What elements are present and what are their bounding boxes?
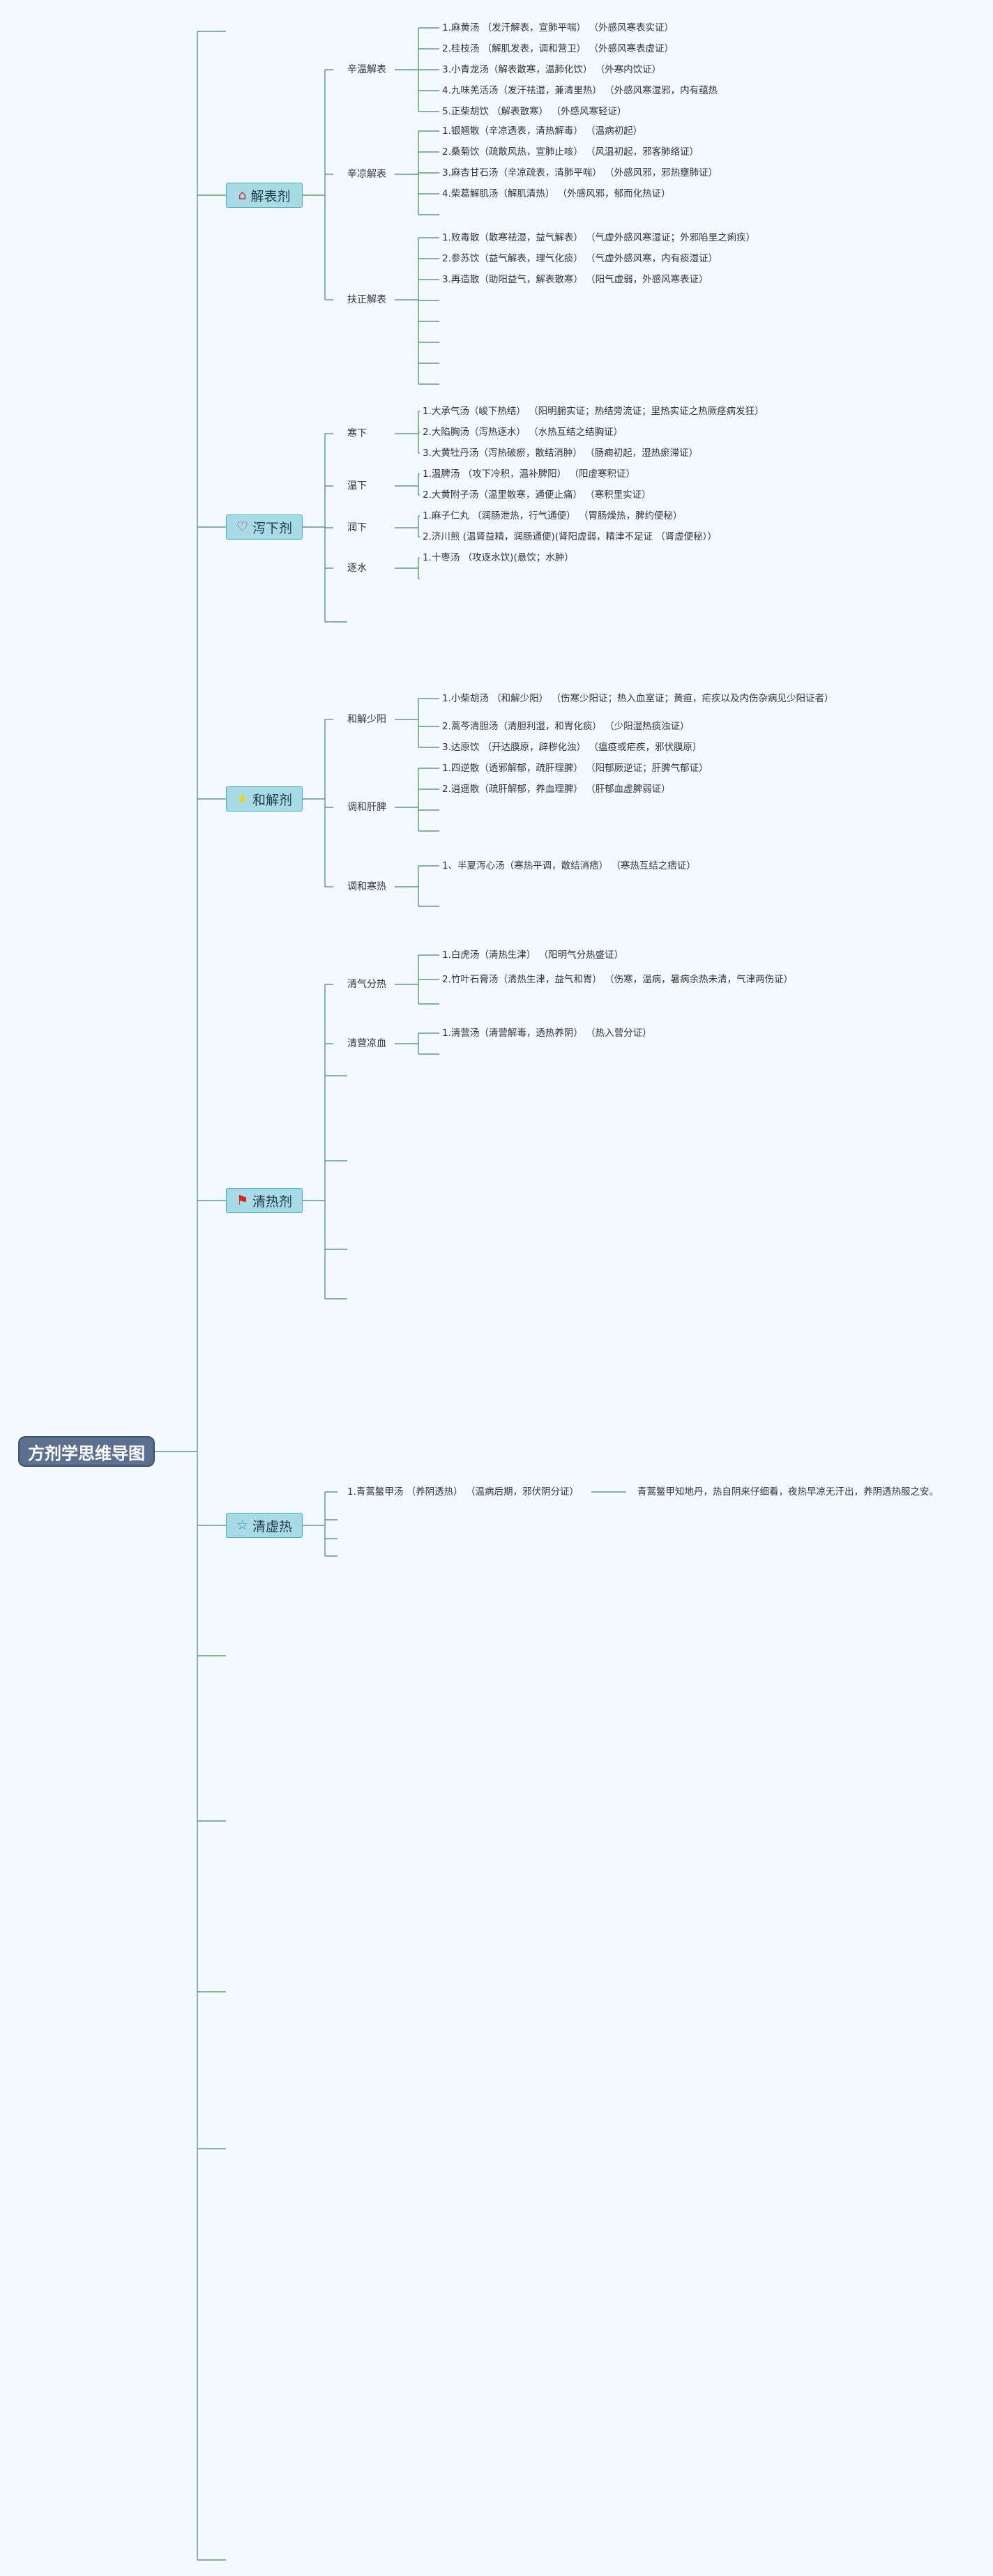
formula-item[interactable]: 2.逍遥散（疏肝解郁，养血理脾） （肝郁血虚脾弱证） bbox=[442, 784, 671, 795]
star-icon: ★ bbox=[236, 791, 249, 807]
formula-item[interactable]: 1.银翘散（辛凉透表，清热解毒） （温病初起） bbox=[442, 125, 643, 137]
formula-item[interactable]: 1.温脾汤 （攻下冷积，温补脾阳） （阳虚寒积证） bbox=[423, 468, 635, 480]
flag-icon: ⚑ bbox=[236, 1192, 249, 1208]
root-node[interactable]: 方剂学思维导图 bbox=[18, 1436, 155, 1467]
formula-item[interactable]: 1、半夏泻心汤（寒热平调，散结消痞） （寒热互结之痞证） bbox=[442, 860, 696, 871]
sub-category[interactable]: 调和寒热 bbox=[347, 881, 386, 892]
sub-category[interactable]: 逐水 bbox=[347, 563, 367, 574]
formula-item[interactable]: 3.小青龙汤（解表散寒，温肺化饮） （外寒内饮证） bbox=[442, 64, 662, 75]
formula-item[interactable]: 1.麻黄汤 （发汗解表，宣肺平喘） （外感风寒表实证） bbox=[442, 22, 674, 33]
sub-category[interactable]: 辛凉解表 bbox=[347, 169, 386, 180]
formula-item[interactable]: 1.清营汤（清营解毒，透热养阴） （热入营分证） bbox=[442, 1028, 652, 1039]
formula-item[interactable]: 1.麻子仁丸 （润肠泄热，行气通便） （胃肠燥热，脾约便秘） bbox=[423, 510, 683, 521]
formula-item[interactable]: 2.参苏饮（益气解表，理气化痰） （气虚外感风寒，内有痰湿证） bbox=[442, 253, 718, 264]
formula-item[interactable]: 3.麻杏甘石汤（辛凉疏表，清肺平喘） （外感风邪，邪热壅肺证） bbox=[442, 167, 718, 178]
formula-item[interactable]: 3.大黄牡丹汤（泻热破瘀，散结消肿） （肠痈初起，湿热瘀滞证） bbox=[423, 448, 699, 459]
formula-item[interactable]: 2.大陷胸汤（泻热逐水） （水热互结之结胸证） bbox=[423, 427, 623, 438]
branch-node-4[interactable]: ☆清虚热 bbox=[226, 1513, 303, 1538]
house-icon: ⌂ bbox=[238, 187, 247, 203]
formula-item[interactable]: 1.四逆散（透邪解郁，疏肝理脾） （阳郁厥逆证；肝脾气郁证） bbox=[442, 763, 708, 774]
formula-item[interactable]: 4.柴葛解肌汤（解肌清热） （外感风邪，郁而化热证） bbox=[442, 188, 671, 199]
formula-item[interactable]: 3.达原饮 （开达膜原，辟秽化浊） （瘟疫或疟疾，邪伏膜原） bbox=[442, 742, 702, 753]
formula-item[interactable]: 3.再造散（助阳益气，解表散寒） （阳气虚弱，外感风寒表证） bbox=[442, 274, 708, 285]
mnemonic-note: 青蒿鳖甲知地丹，热自阴来仔细看，夜热早凉无汗出，养阴透热服之安。 bbox=[637, 1486, 939, 1497]
branch-node-2[interactable]: ★和解剂 bbox=[226, 786, 303, 811]
formula-item[interactable]: 1.败毒散（散寒祛湿，益气解表） （气虚外感风寒湿证；外邪陷里之痢疾） bbox=[442, 232, 756, 243]
sub-category[interactable]: 寒下 bbox=[347, 428, 367, 439]
formula-item[interactable]: 2.大黄附子汤（温里散寒，通便止痛） （寒积里实证） bbox=[423, 489, 651, 501]
branch-label: 清热剂 bbox=[252, 1194, 293, 1210]
heart-icon: ♡ bbox=[236, 519, 249, 535]
branch-label: 清虚热 bbox=[252, 1518, 293, 1534]
star-outline-icon: ☆ bbox=[236, 1517, 249, 1533]
branch-node-0[interactable]: ⌂解表剂 bbox=[226, 183, 303, 208]
formula-item[interactable]: 1.青蒿鳖甲汤 （养阴透热） （温病后期，邪伏阴分证） bbox=[347, 1486, 579, 1497]
formula-item[interactable]: 1.十枣汤 （攻逐水饮)(悬饮；水肿） bbox=[423, 552, 574, 563]
sub-category[interactable]: 扶正解表 bbox=[347, 294, 386, 305]
formula-item[interactable]: 2.桂枝汤 （解肌发表，调和营卫） （外感风寒表虚证） bbox=[442, 43, 674, 54]
sub-category[interactable]: 调和肝脾 bbox=[347, 802, 386, 813]
sub-category[interactable]: 温下 bbox=[347, 480, 367, 491]
formula-item[interactable]: 5.正柴胡饮 （解表散寒） （外感风寒轻证） bbox=[442, 106, 627, 117]
formula-item[interactable]: 2.桑菊饮（疏散风热，宣肺止咳） （风温初起，邪客肺络证） bbox=[442, 146, 699, 158]
formula-item[interactable]: 1.小柴胡汤 （和解少阳） （伤寒少阳证；热入血室证；黄疸，疟疾以及内伤杂病见少… bbox=[442, 693, 834, 704]
branch-label: 解表剂 bbox=[250, 188, 291, 204]
formula-item[interactable]: 4.九味羌活汤（发汗祛湿，兼清里热） （外感风寒湿邪，内有蕴热 bbox=[442, 85, 718, 96]
branch-label: 泻下剂 bbox=[252, 520, 293, 536]
sub-category[interactable]: 清气分热 bbox=[347, 979, 386, 990]
sub-category[interactable]: 和解少阳 bbox=[347, 714, 386, 725]
formula-item[interactable]: 1.大承气汤（峻下热结） （阳明腑实证；热结旁流证；里热实证之热厥痉病发狂） bbox=[423, 406, 764, 417]
branch-node-3[interactable]: ⚑清热剂 bbox=[226, 1188, 303, 1213]
formula-item[interactable]: 1.白虎汤（清热生津） （阳明气分热盛证） bbox=[442, 950, 624, 961]
formula-item[interactable]: 2.济川煎 (温肾益精，润肠通便)(肾阳虚弱，精津不足证 （肾虚便秘）） bbox=[423, 531, 718, 542]
formula-item[interactable]: 2.蒿芩清胆汤（清胆利湿，和胃化痰） （少阳湿热痰浊证） bbox=[442, 721, 690, 732]
branch-node-1[interactable]: ♡泻下剂 bbox=[226, 515, 303, 540]
sub-category[interactable]: 清营凉血 bbox=[347, 1038, 386, 1049]
sub-category[interactable]: 辛温解表 bbox=[347, 64, 386, 75]
formula-item[interactable]: 2.竹叶石膏汤（清热生津，益气和胃） （伤寒，温病，暑病余热未清，气津两伤证） bbox=[442, 974, 794, 985]
sub-category[interactable]: 润下 bbox=[347, 522, 367, 533]
branch-label: 和解剂 bbox=[252, 792, 293, 808]
